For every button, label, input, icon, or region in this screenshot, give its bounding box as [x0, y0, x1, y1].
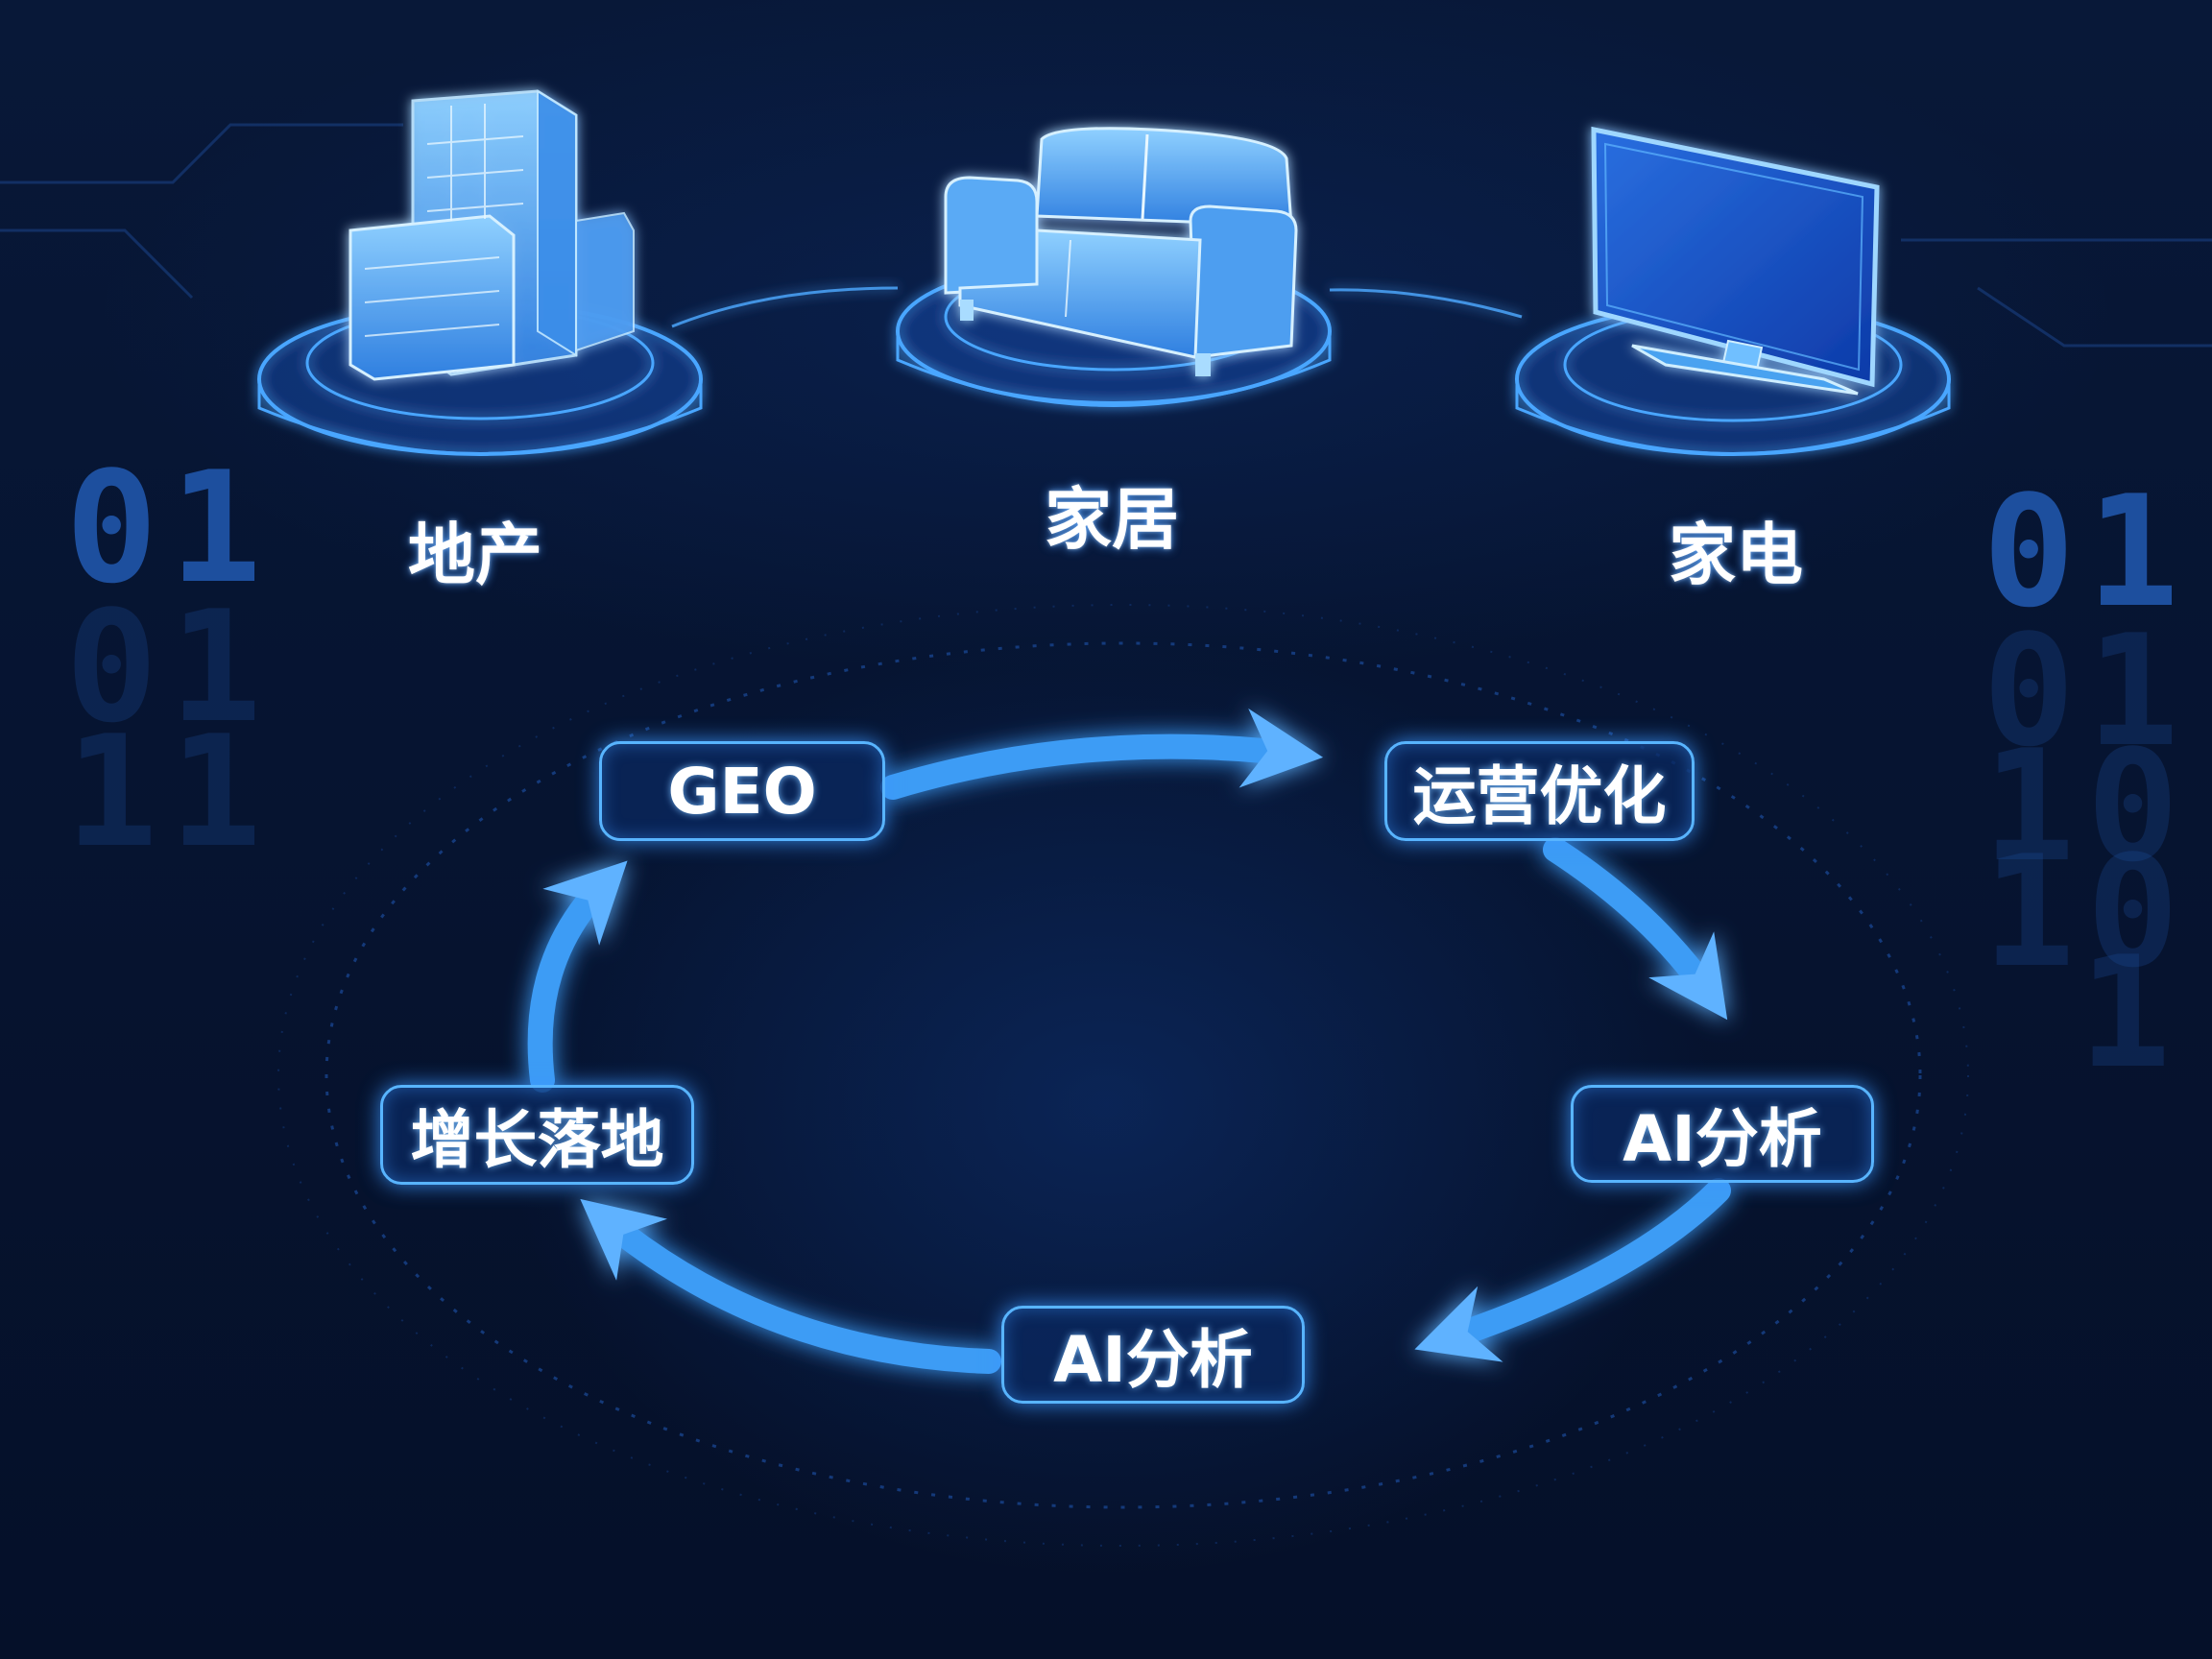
arrow-growth-to-geo	[527, 860, 628, 1093]
arrow-ai-right-to-ai-bottom	[1414, 1178, 1731, 1362]
binary-right-ghost-1: 01	[1983, 601, 2191, 781]
sofa-icon	[944, 127, 1298, 376]
binary-right-ghost-3: 10	[1983, 822, 2191, 1001]
binary-right-ghost-2: 10	[1983, 716, 2191, 896]
binary-left-ghost-1: 01	[65, 577, 274, 757]
tv-icon	[1591, 126, 1880, 396]
binary-right: 01	[1983, 462, 2191, 641]
cycle-node-ops: 运营优化	[1384, 741, 1695, 841]
binary-left: 01	[65, 438, 274, 617]
category-label-appliances: 家电	[1669, 516, 1803, 594]
cycle-node-growth: 增长落地	[380, 1085, 694, 1185]
cycle-node-geo: GEO	[599, 741, 885, 841]
cycle-node-ai-right: AI分析	[1571, 1085, 1874, 1183]
connector-lines	[671, 286, 1523, 328]
category-label-home-furnishing: 家居	[1045, 480, 1179, 559]
circuit-lines	[0, 123, 2212, 348]
arrow-ops-to-ai-right	[1543, 837, 1728, 1021]
binary-left-ghost-2: 11	[65, 702, 274, 881]
building-icon	[349, 89, 635, 381]
cycle-ring	[277, 604, 1969, 1547]
cycle-arrows	[527, 708, 1731, 1374]
arrow-ai-bottom-to-growth	[580, 1198, 1001, 1374]
category-label-real-estate: 地产	[408, 516, 542, 594]
binary-right-ghost-4: 1	[2079, 923, 2183, 1102]
cycle-node-ai-bottom: AI分析	[1001, 1306, 1305, 1404]
arrow-geo-to-ops	[880, 708, 1324, 800]
